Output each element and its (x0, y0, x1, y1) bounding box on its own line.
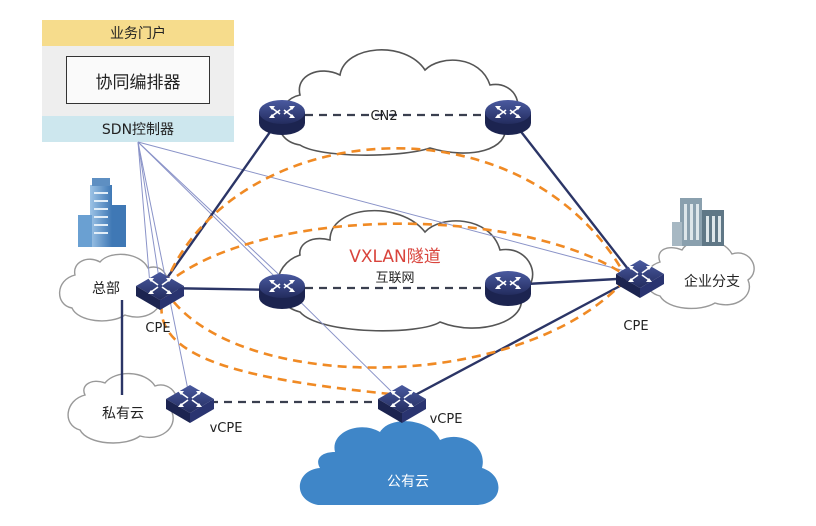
branch-cloud (645, 239, 755, 310)
internet-cloud (276, 209, 534, 332)
internet-router-left (258, 273, 306, 310)
public-vcpe-label: vCPE (430, 412, 463, 427)
hq-building-icon (78, 178, 126, 247)
hq-cpe-label: CPE (145, 321, 170, 336)
orchestrator-panel: 协同编排器 (42, 46, 234, 116)
cn2-router-left (258, 99, 306, 136)
private-vcpe-label: vCPE (210, 421, 243, 436)
cn2-label: CN2 (370, 109, 397, 124)
business-portal-bar: 业务门户 (42, 20, 234, 46)
vxlan-tunnels (160, 147, 627, 397)
public-cloud-label: 公有云 (387, 474, 429, 490)
branch-building-icon (672, 198, 724, 246)
cn2-router-right (484, 99, 532, 136)
branch-cpe-label: CPE (623, 319, 648, 334)
solid-links (120, 114, 636, 404)
enterprise-branch-label: 企业分支 (684, 273, 740, 290)
cn2-cloud (277, 49, 519, 156)
sdn-controller-label: SDN控制器 (101, 122, 175, 138)
vxlan-tunnel-label: VXLAN隧道 (349, 247, 440, 267)
orchestrator-box: 协同编排器 (66, 56, 210, 104)
internet-router-right (484, 270, 532, 307)
public-cloud (299, 421, 499, 505)
business-portal-label: 业务门户 (110, 26, 166, 42)
dashed-links (210, 113, 485, 404)
private-cloud-label: 私有云 (102, 406, 144, 422)
internet-label: 互联网 (375, 271, 414, 286)
public-vcpe-device (377, 384, 427, 424)
headquarters-label: 总部 (92, 281, 120, 297)
orchestrator-label: 协同编排器 (95, 72, 181, 93)
sdn-controller-bar: SDN控制器 (42, 116, 234, 142)
